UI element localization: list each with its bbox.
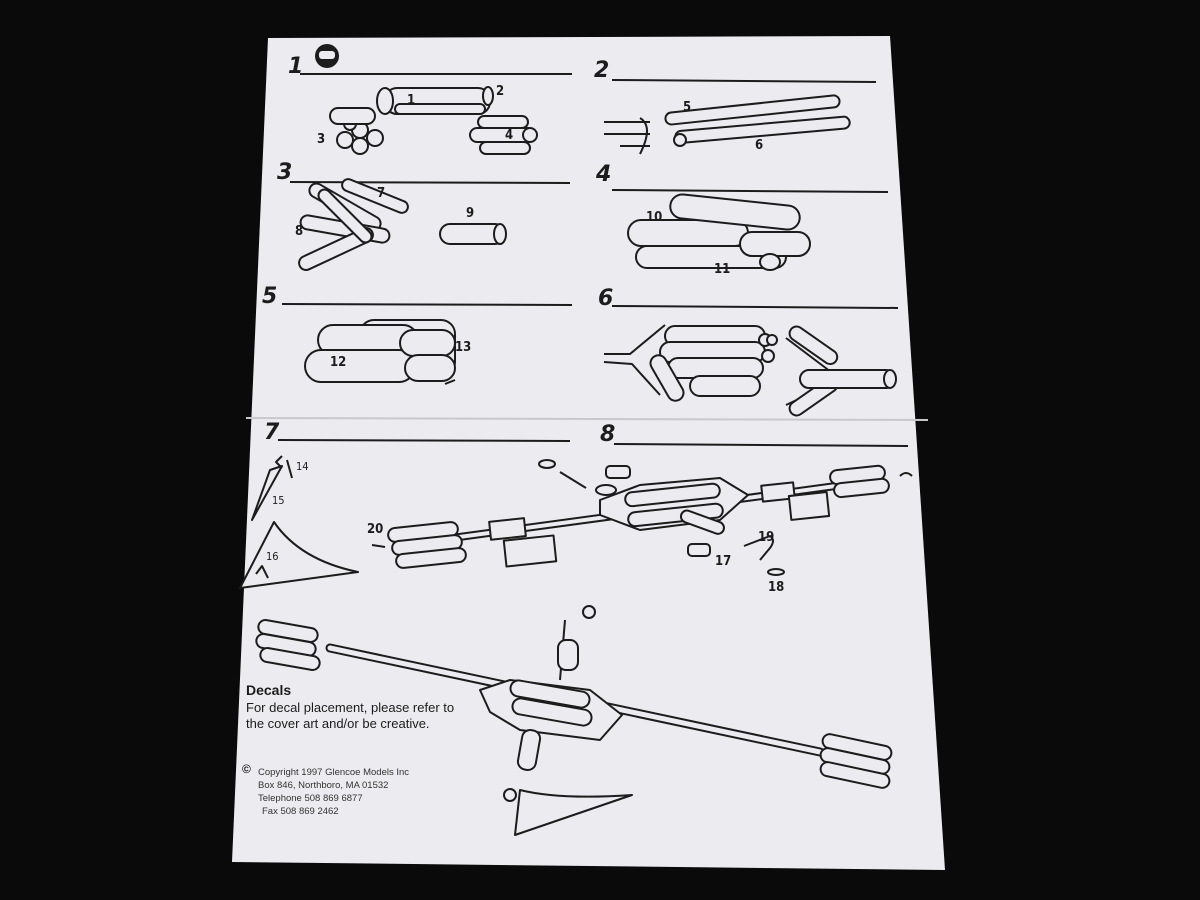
step-number: 2 (594, 58, 610, 83)
address-line: Box 846, Northboro, MA 01532 (258, 780, 389, 791)
step1-drawing (329, 86, 538, 155)
part-label: 20 (367, 522, 384, 537)
step-number: 4 (596, 162, 612, 187)
step7-drawing (239, 455, 359, 589)
step-number: 1 (288, 54, 304, 79)
step6-drawing (603, 324, 897, 417)
part-label: 6 (755, 138, 764, 153)
part-label: 4 (505, 128, 514, 143)
fold-crease (245, 417, 929, 421)
copyright-line: Copyright 1997 Glencoe Models Inc (258, 767, 410, 778)
line-art (239, 86, 913, 836)
step-number: 3 (277, 160, 293, 185)
part-label: 10 (646, 210, 663, 225)
part-label: 19 (758, 530, 775, 545)
part-label: 14 (296, 460, 309, 473)
step5-drawing (304, 319, 456, 385)
part-label: 13 (455, 340, 472, 355)
step-number: 6 (598, 286, 614, 311)
decals-heading: Decals (246, 682, 292, 698)
step4-drawing (627, 193, 811, 271)
step-number: 8 (600, 422, 616, 447)
part-label: 18 (768, 580, 785, 595)
part-label: 7 (377, 186, 386, 201)
step2-drawing (604, 94, 851, 155)
fax-line: Fax 508 869 2462 (262, 806, 339, 817)
part-label: 17 (715, 554, 732, 569)
step3-drawing (298, 178, 507, 271)
step-rules (277, 73, 909, 447)
copyright-symbol: © (242, 762, 251, 776)
telephone-line: Telephone 508 869 6877 (258, 793, 363, 804)
assembled-model-drawing (255, 605, 893, 836)
step-number: 5 (262, 284, 278, 309)
part-label: 3 (317, 132, 326, 147)
part-label: 16 (266, 550, 279, 563)
part-label: 2 (496, 84, 505, 99)
part-label: 12 (330, 355, 347, 370)
glencoe-logo-icon (315, 44, 339, 68)
part-label: 9 (466, 206, 475, 221)
part-label: 5 (683, 100, 692, 115)
part-label: 1 (407, 93, 416, 108)
decals-text: For decal placement, please refer to the… (246, 700, 455, 731)
step8-drawing (371, 459, 913, 576)
step-number: 7 (264, 420, 280, 445)
part-label: 8 (295, 224, 304, 239)
part-label: 11 (714, 262, 731, 277)
part-label: 15 (272, 494, 285, 507)
